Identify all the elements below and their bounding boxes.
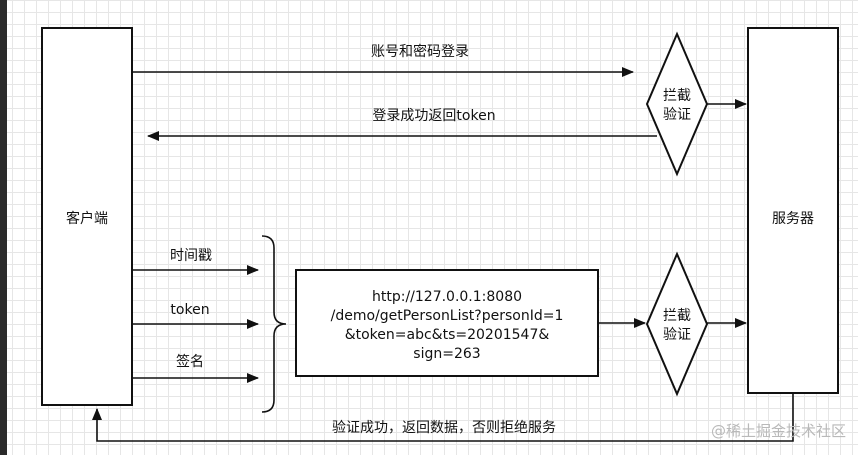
request-line-3: &token=abc&ts=20201547& — [345, 327, 550, 343]
intercept-bottom-line1: 拦截 — [663, 308, 691, 324]
client-box — [41, 27, 133, 406]
request-line-2: /demo/getPersonList?personId=1 — [331, 308, 564, 324]
intercept-top-line1: 拦截 — [663, 88, 691, 104]
final-response-arrow — [92, 393, 794, 442]
signature-label: 签名 — [176, 353, 204, 370]
login-success-label: 登录成功返回token — [372, 108, 495, 124]
window-left-border — [0, 0, 7, 455]
login-label: 账号和密码登录 — [371, 43, 469, 60]
client-label: 客户端 — [66, 210, 108, 227]
intercept-diamond-top — [645, 31, 709, 177]
intercept-top-line2: 验证 — [663, 107, 691, 123]
final-response-label: 验证成功，返回数据，否则拒绝服务 — [332, 420, 556, 436]
server-box — [747, 27, 839, 394]
request-url-box — [295, 269, 599, 377]
token-label: token — [170, 302, 209, 318]
intercept-bottom-line2: 验证 — [663, 327, 691, 343]
request-line-1: http://127.0.0.1:8080 — [372, 289, 522, 305]
timestamp-label: 时间戳 — [170, 248, 212, 264]
server-label: 服务器 — [772, 211, 814, 227]
request-line-4: sign=263 — [413, 346, 480, 362]
watermark-text: @稀土掘金技术社区 — [711, 422, 846, 440]
intercept-diamond-bottom — [645, 251, 709, 397]
grouping-brace — [261, 235, 287, 413]
